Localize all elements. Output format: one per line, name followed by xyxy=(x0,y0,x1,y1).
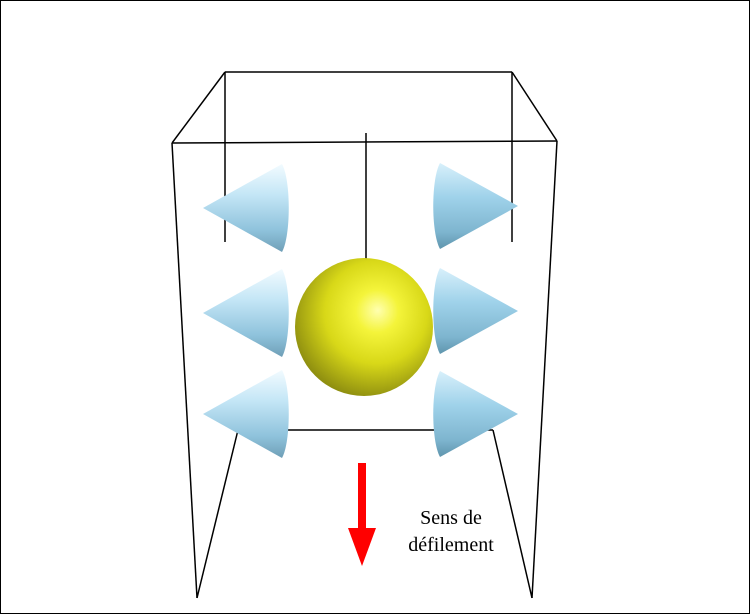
left-cones xyxy=(203,164,289,458)
cone-left-middle-icon xyxy=(203,269,289,357)
cone-left-top-icon xyxy=(203,164,289,252)
cone-right-middle-icon xyxy=(433,268,518,354)
cone-right-bottom-icon xyxy=(433,371,518,457)
caption-line-2: défilement xyxy=(408,534,494,556)
cage-back-frame xyxy=(171,71,558,144)
yellow-sphere-icon xyxy=(295,258,433,396)
right-cones xyxy=(433,163,518,457)
caption-line-1: Sens de xyxy=(420,507,482,529)
cone-right-top-icon xyxy=(433,163,518,249)
cone-left-bottom-icon xyxy=(203,370,289,458)
scroll-direction-caption: Sens de défilement xyxy=(386,505,516,559)
down-arrow-icon xyxy=(348,463,376,566)
